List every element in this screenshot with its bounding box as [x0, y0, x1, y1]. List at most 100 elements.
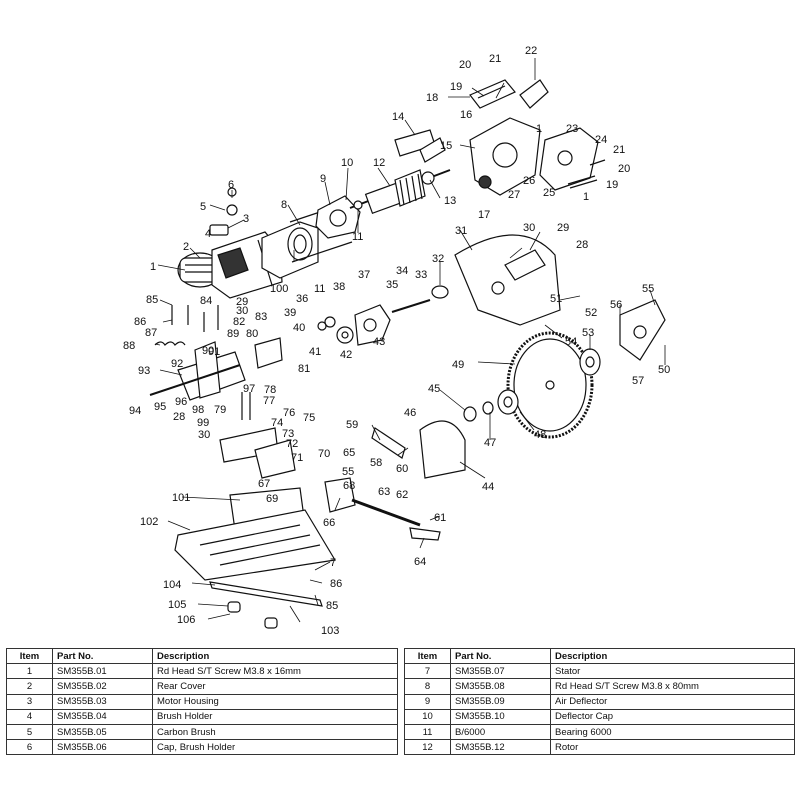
- description-cell: Deflector Cap: [550, 708, 795, 725]
- callout: 98: [192, 404, 204, 416]
- callout: 27: [508, 189, 520, 201]
- callout: 2: [183, 241, 189, 253]
- callout: 20: [459, 59, 471, 71]
- callout: 62: [396, 489, 408, 501]
- brush-holder-part: [209, 187, 238, 236]
- callout: 86: [134, 316, 146, 328]
- callout: 14: [392, 111, 404, 123]
- part-no-cell: SM355B.09: [450, 693, 551, 710]
- callout: 88: [123, 340, 135, 352]
- column-header-item: Item: [6, 647, 53, 665]
- column-header-part-no: Part No.: [450, 647, 551, 665]
- callout: 11: [352, 231, 363, 243]
- callout: 65: [343, 447, 355, 459]
- part-no-cell: SM355B.06: [52, 739, 153, 756]
- callout: 30: [236, 305, 248, 317]
- table-row: 10 SM355B.10 Deflector Cap: [404, 708, 795, 725]
- callout: 1: [150, 261, 156, 273]
- callout: 44: [482, 481, 494, 493]
- callout: 72: [286, 438, 298, 450]
- part-no-cell: SM355B.04: [52, 708, 153, 725]
- callout: 84: [200, 295, 212, 307]
- description-cell: Rear Cover: [152, 678, 398, 695]
- callout: 49: [452, 359, 464, 371]
- callout: 19: [606, 179, 618, 191]
- description-cell: Brush Holder: [152, 708, 398, 725]
- gearbox-housing-part: [469, 117, 541, 196]
- column-header-description: Description: [152, 647, 398, 665]
- callout: 39: [284, 307, 296, 319]
- callout: 20: [618, 163, 630, 175]
- callout: 53: [582, 327, 594, 339]
- callout: 95: [154, 401, 166, 413]
- parts-table-left: Item Part No. Description 1 SM355B.01 Rd…: [6, 647, 398, 756]
- item-cell: 1: [6, 663, 53, 680]
- rotor-part: [349, 169, 451, 214]
- callout: 43: [373, 336, 385, 348]
- callout: 21: [489, 53, 501, 65]
- callout: 46: [404, 407, 416, 419]
- callout: 47: [484, 437, 496, 449]
- description-cell: Motor Housing: [152, 693, 398, 710]
- item-cell: 11: [404, 723, 451, 741]
- table-row: 5 SM355B.05 Carbon Brush: [6, 723, 398, 741]
- description-cell: Rotor: [550, 739, 795, 756]
- description-cell: Stator: [550, 663, 795, 680]
- table-row: 3 SM355B.03 Motor Housing: [6, 693, 398, 710]
- callout: 81: [298, 363, 310, 375]
- callout: 105: [168, 599, 186, 611]
- table-row: 6 SM355B.06 Cap, Brush Holder: [6, 739, 398, 756]
- item-cell: 9: [404, 693, 451, 710]
- callout: 69: [266, 493, 278, 505]
- callout: 38: [333, 281, 345, 293]
- callout: 41: [309, 346, 321, 358]
- callout: 12: [373, 157, 385, 169]
- callout: 99: [197, 417, 209, 429]
- callout: 74: [271, 417, 283, 429]
- item-cell: 8: [404, 678, 451, 695]
- callout: 104: [163, 579, 181, 591]
- description-cell: Bearing 6000: [550, 723, 795, 741]
- column-header-item: Item: [404, 647, 451, 665]
- part-no-cell: SM355B.07: [450, 663, 551, 680]
- callout: 40: [293, 322, 305, 334]
- callout: 96: [175, 396, 187, 408]
- callout: 97: [243, 383, 255, 395]
- callout: 11: [314, 283, 325, 295]
- callout: 48: [534, 429, 546, 441]
- parts-drawing: 1 2 3 4 5 6 8 9 10 11 12 13 14 15 16 17 …: [123, 45, 670, 637]
- callout: 82: [233, 316, 245, 328]
- callout: 67: [258, 478, 270, 490]
- item-cell: 6: [6, 739, 53, 756]
- callout: 50: [658, 364, 670, 376]
- callout: 45: [428, 383, 440, 395]
- guard-plate-part: [394, 129, 446, 163]
- callout: 60: [396, 463, 408, 475]
- stator-part: [261, 221, 319, 279]
- callout: 29: [557, 222, 569, 234]
- part-no-cell: B/6000: [450, 723, 551, 741]
- callout: 91: [208, 346, 220, 358]
- callout: 36: [296, 293, 308, 305]
- item-cell: 12: [404, 739, 451, 756]
- callout: 28: [173, 411, 185, 423]
- base-plate-part: [174, 487, 336, 581]
- callout: 9: [320, 173, 326, 185]
- callout: 32: [432, 253, 444, 265]
- callout: 42: [340, 349, 352, 361]
- callout: 52: [585, 307, 597, 319]
- callout: 54: [565, 336, 577, 348]
- callout: 90: [202, 345, 214, 357]
- vent-plate-top-part: [469, 79, 549, 109]
- upper-blade-guard-part: [454, 234, 561, 326]
- parts-table-right: Item Part No. Description 7 SM355B.07 St…: [404, 647, 795, 756]
- callout: 77: [263, 395, 275, 407]
- callout: 103: [321, 625, 339, 637]
- callout: 68: [343, 480, 355, 492]
- callout: 94: [129, 405, 141, 417]
- callout: 15: [440, 140, 452, 152]
- callout: 5: [200, 201, 206, 213]
- saw-blade-part: [506, 331, 594, 439]
- part-no-cell: SM355B.08: [450, 678, 551, 695]
- callout: 33: [415, 269, 427, 281]
